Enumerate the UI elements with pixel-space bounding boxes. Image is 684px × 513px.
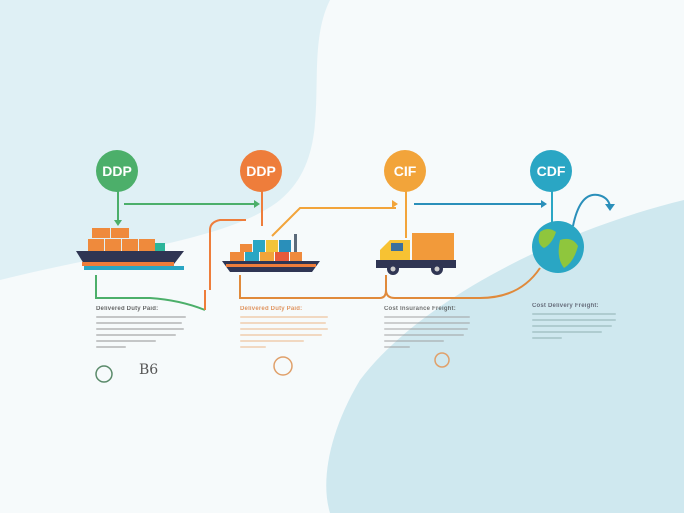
stage-3-node: CIF: [384, 150, 426, 192]
number-badge: B6: [139, 362, 159, 378]
icon-house-icon: [273, 356, 293, 376]
delivery-truck-icon: [376, 233, 456, 275]
stage-2-info: Delivered Duty Paid:: [240, 306, 330, 348]
stage-3-info: Cost Insurance Freight:: [384, 306, 474, 348]
container-ship-icon: [222, 234, 320, 272]
stage-1-info: Delivered Duty Paid:: [96, 306, 186, 348]
stage-4-node: CDF: [530, 150, 572, 192]
stage-2-node: DDP: [240, 150, 282, 192]
stage-1-node: DDP: [96, 150, 138, 192]
icon-deal-icon: [434, 352, 450, 368]
globe-icon: [532, 221, 584, 273]
stage-4-info: Cost Delivery Freight:: [532, 303, 622, 339]
icon-seal-icon: [95, 365, 113, 383]
cargo-ship-icon: [76, 228, 184, 270]
